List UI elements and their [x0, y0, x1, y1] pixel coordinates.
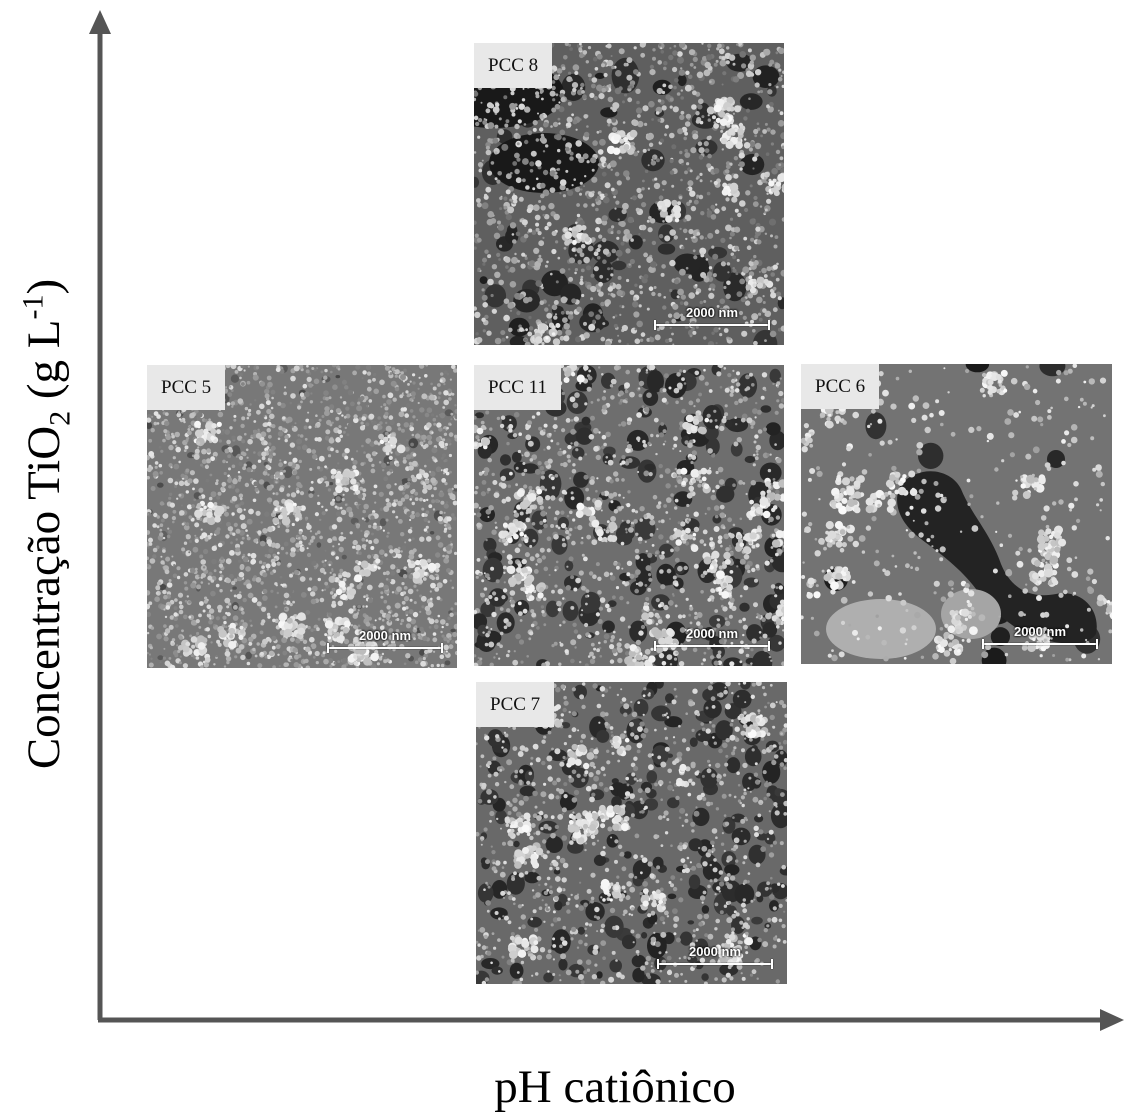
panel-label: PCC 6	[801, 364, 879, 409]
scale-bar-line	[982, 643, 1098, 645]
y-axis-label: Concentração TiO2 (g L-1)	[16, 279, 72, 769]
scale-bar-tick-left	[654, 320, 656, 330]
panel-label: PCC 8	[474, 43, 552, 88]
scale-bar-label: 2000 nm	[327, 628, 443, 643]
scale-bar-tick-right	[771, 959, 773, 969]
x-axis-label: pH catiônico	[450, 1060, 780, 1114]
scale-bar-line	[657, 963, 773, 965]
scale-bar-tick-right	[768, 641, 770, 651]
scale-bar-label: 2000 nm	[654, 305, 770, 320]
scale-bar-tick-left	[657, 959, 659, 969]
scale-bar-tick-left	[327, 643, 329, 653]
scale-bar-label: 2000 nm	[654, 626, 770, 641]
scale-bar-line	[327, 647, 443, 649]
sem-panel-pcc-11: PCC 11 2000 nm	[474, 365, 784, 666]
scale-bar-tick-right	[1096, 639, 1098, 649]
scale-bar: 2000 nm	[654, 305, 770, 331]
scale-bar-label: 2000 nm	[982, 624, 1098, 639]
y-axis-label-main: Concentração TiO	[18, 426, 70, 769]
scale-bar: 2000 nm	[654, 626, 770, 652]
sem-micrograph-image	[801, 364, 1112, 664]
y-axis-label-unit-prefix: (g L	[18, 319, 70, 410]
sem-panel-pcc-8: PCC 8 2000 nm	[474, 43, 784, 345]
scale-bar-tick-right	[768, 320, 770, 330]
scale-bar-label: 2000 nm	[657, 944, 773, 959]
x-axis-arrowhead	[1100, 1009, 1124, 1031]
y-axis-label-superscript: -1	[16, 294, 49, 319]
panel-label: PCC 11	[474, 365, 561, 410]
scale-bar: 2000 nm	[657, 944, 773, 970]
sem-panel-pcc-7: PCC 7 2000 nm	[476, 682, 787, 984]
scale-bar: 2000 nm	[982, 624, 1098, 650]
sem-micrograph-image	[476, 682, 787, 984]
panel-label: PCC 5	[147, 365, 225, 410]
sem-micrograph-image	[474, 365, 784, 666]
scale-bar: 2000 nm	[327, 628, 443, 654]
scale-bar-tick-right	[441, 643, 443, 653]
sem-panel-pcc-5: PCC 5 2000 nm	[147, 365, 457, 668]
y-axis-label-unit-suffix: )	[18, 279, 70, 295]
sem-micrograph-image	[474, 43, 784, 345]
scale-bar-tick-left	[982, 639, 984, 649]
panel-label: PCC 7	[476, 682, 554, 727]
sem-panel-pcc-6: PCC 6 2000 nm	[801, 364, 1112, 664]
scale-bar-line	[654, 324, 770, 326]
scale-bar-tick-left	[654, 641, 656, 651]
scale-bar-line	[654, 645, 770, 647]
sem-micrograph-image	[147, 365, 457, 668]
y-axis-arrowhead	[89, 10, 111, 34]
y-axis-label-subscript: 2	[43, 411, 76, 426]
